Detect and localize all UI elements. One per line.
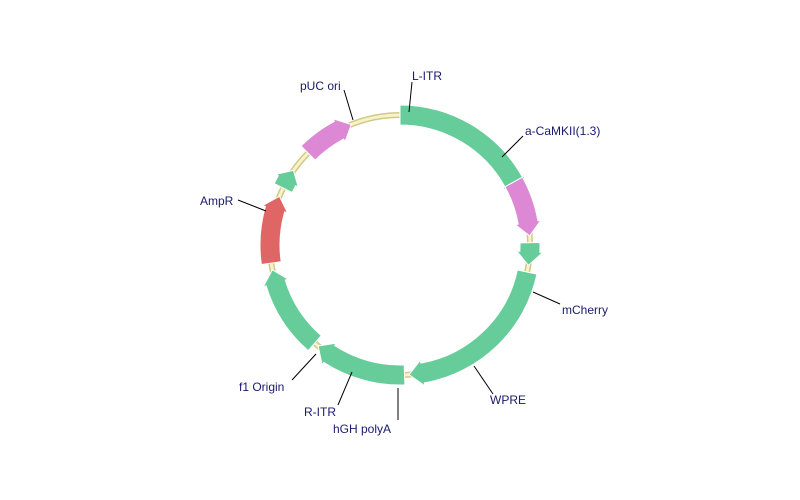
feature-arrow-ampr xyxy=(399,104,526,195)
feature-leader-lines xyxy=(237,81,561,420)
leader-wpre xyxy=(473,365,494,395)
feature-arrow-l-itr xyxy=(515,242,545,267)
label-l-itr: L-ITR xyxy=(412,69,442,83)
leader-ampr xyxy=(237,199,267,212)
label-a-camkii: a-CaMKII(1.3) xyxy=(525,124,600,138)
feature-arrow-r-itr xyxy=(273,169,300,194)
label-hgh-polya: hGH polyA xyxy=(333,422,391,436)
leader-r-itr xyxy=(337,371,353,406)
leader-a-camkii xyxy=(501,135,524,158)
feature-arrow-a-camkii-1-3 xyxy=(408,269,538,387)
plasmid-features xyxy=(259,104,545,387)
feature-arrow-wpre xyxy=(262,269,322,352)
label-f1-origin: f1 Origin xyxy=(239,380,284,394)
label-mcherry: mCherry xyxy=(562,303,608,317)
label-wpre: WPRE xyxy=(490,393,526,407)
feature-arrow-mcherry xyxy=(317,342,406,386)
leader-mcherry xyxy=(532,291,561,305)
label-ampr: AmpR xyxy=(200,194,234,208)
leader-l-itr xyxy=(408,81,413,113)
label-puc-ori: pUC ori xyxy=(300,79,341,93)
leader-puc-ori xyxy=(343,89,354,121)
feature-labels: L-ITR a-CaMKII(1.3) mCherry WPRE hGH pol… xyxy=(200,69,608,436)
leader-f1-origin xyxy=(291,353,317,381)
label-r-itr: R-ITR xyxy=(304,405,336,419)
feature-arrow-hgh-polya xyxy=(259,195,289,266)
feature-arrow-f1-origin xyxy=(300,117,352,161)
feature-arrow-puc-ori xyxy=(504,176,542,237)
